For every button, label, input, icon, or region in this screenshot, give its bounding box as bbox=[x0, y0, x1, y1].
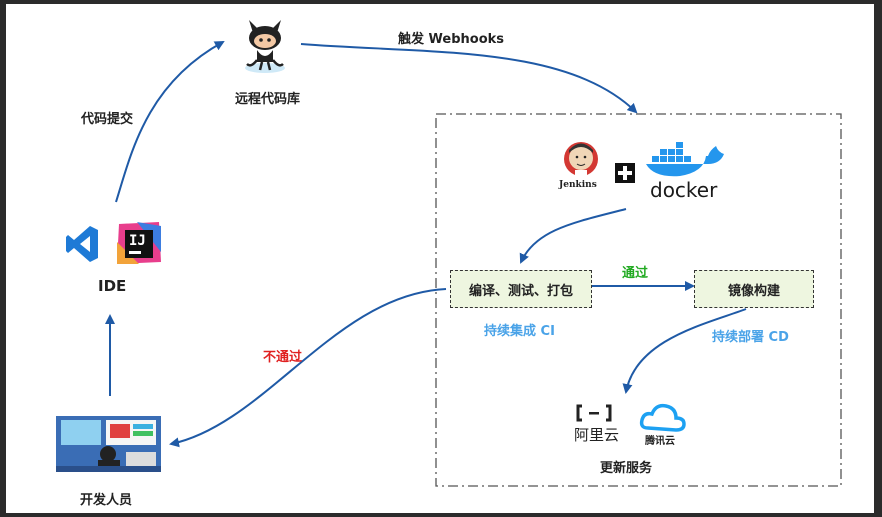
arrow-fail bbox=[169, 288, 447, 448]
aliyun-label: 阿里云 bbox=[574, 426, 620, 444]
jenkins-label: Jenkins bbox=[559, 180, 597, 190]
cd-label: 持续部署 CD bbox=[712, 330, 789, 345]
repo-label: 远程代码库 bbox=[235, 92, 301, 107]
tencent-cloud-icon bbox=[639, 403, 686, 432]
jenkins-icon bbox=[564, 142, 598, 176]
docker-label: docker bbox=[650, 178, 718, 202]
ci-label: 持续集成 CI bbox=[484, 324, 555, 339]
tencent-label: 腾讯云 bbox=[645, 436, 675, 447]
ij-text: IJ bbox=[129, 233, 146, 249]
arrows-layer bbox=[56, 20, 842, 487]
update-label: 更新服务 bbox=[600, 461, 653, 476]
intellij-icon bbox=[117, 222, 161, 264]
diagram-canvas: 远程代码库 触发 Webhooks 代码提交 IDE 开发人员 Jenkins … bbox=[6, 4, 874, 513]
image-build-label: 镜像构建 bbox=[727, 283, 780, 299]
arrow-webhook bbox=[300, 43, 638, 114]
developer-computer-icon bbox=[56, 416, 161, 472]
docker-whale-icon bbox=[646, 142, 724, 177]
commit-label: 代码提交 bbox=[81, 112, 134, 127]
image-build-box: 镜像构建 bbox=[694, 270, 814, 308]
arrow-commit bbox=[115, 41, 225, 203]
webhook-label: 触发 Webhooks bbox=[398, 32, 505, 47]
build-label: 编译、测试、打包 bbox=[468, 283, 573, 299]
vscode-icon bbox=[66, 226, 98, 262]
developer-label: 开发人员 bbox=[80, 493, 133, 508]
build-box: 编译、测试、打包 bbox=[450, 270, 592, 308]
fail-label: 不通过 bbox=[263, 350, 303, 365]
github-octocat-icon bbox=[245, 20, 285, 73]
ide-label: IDE bbox=[98, 277, 127, 295]
plus-icon bbox=[615, 163, 635, 183]
cicd-container bbox=[435, 113, 842, 487]
pass-label: 通过 bbox=[622, 266, 649, 281]
aliyun-icon bbox=[576, 404, 612, 422]
arrow-to-build bbox=[519, 208, 627, 264]
arrow-deploy bbox=[622, 308, 747, 394]
